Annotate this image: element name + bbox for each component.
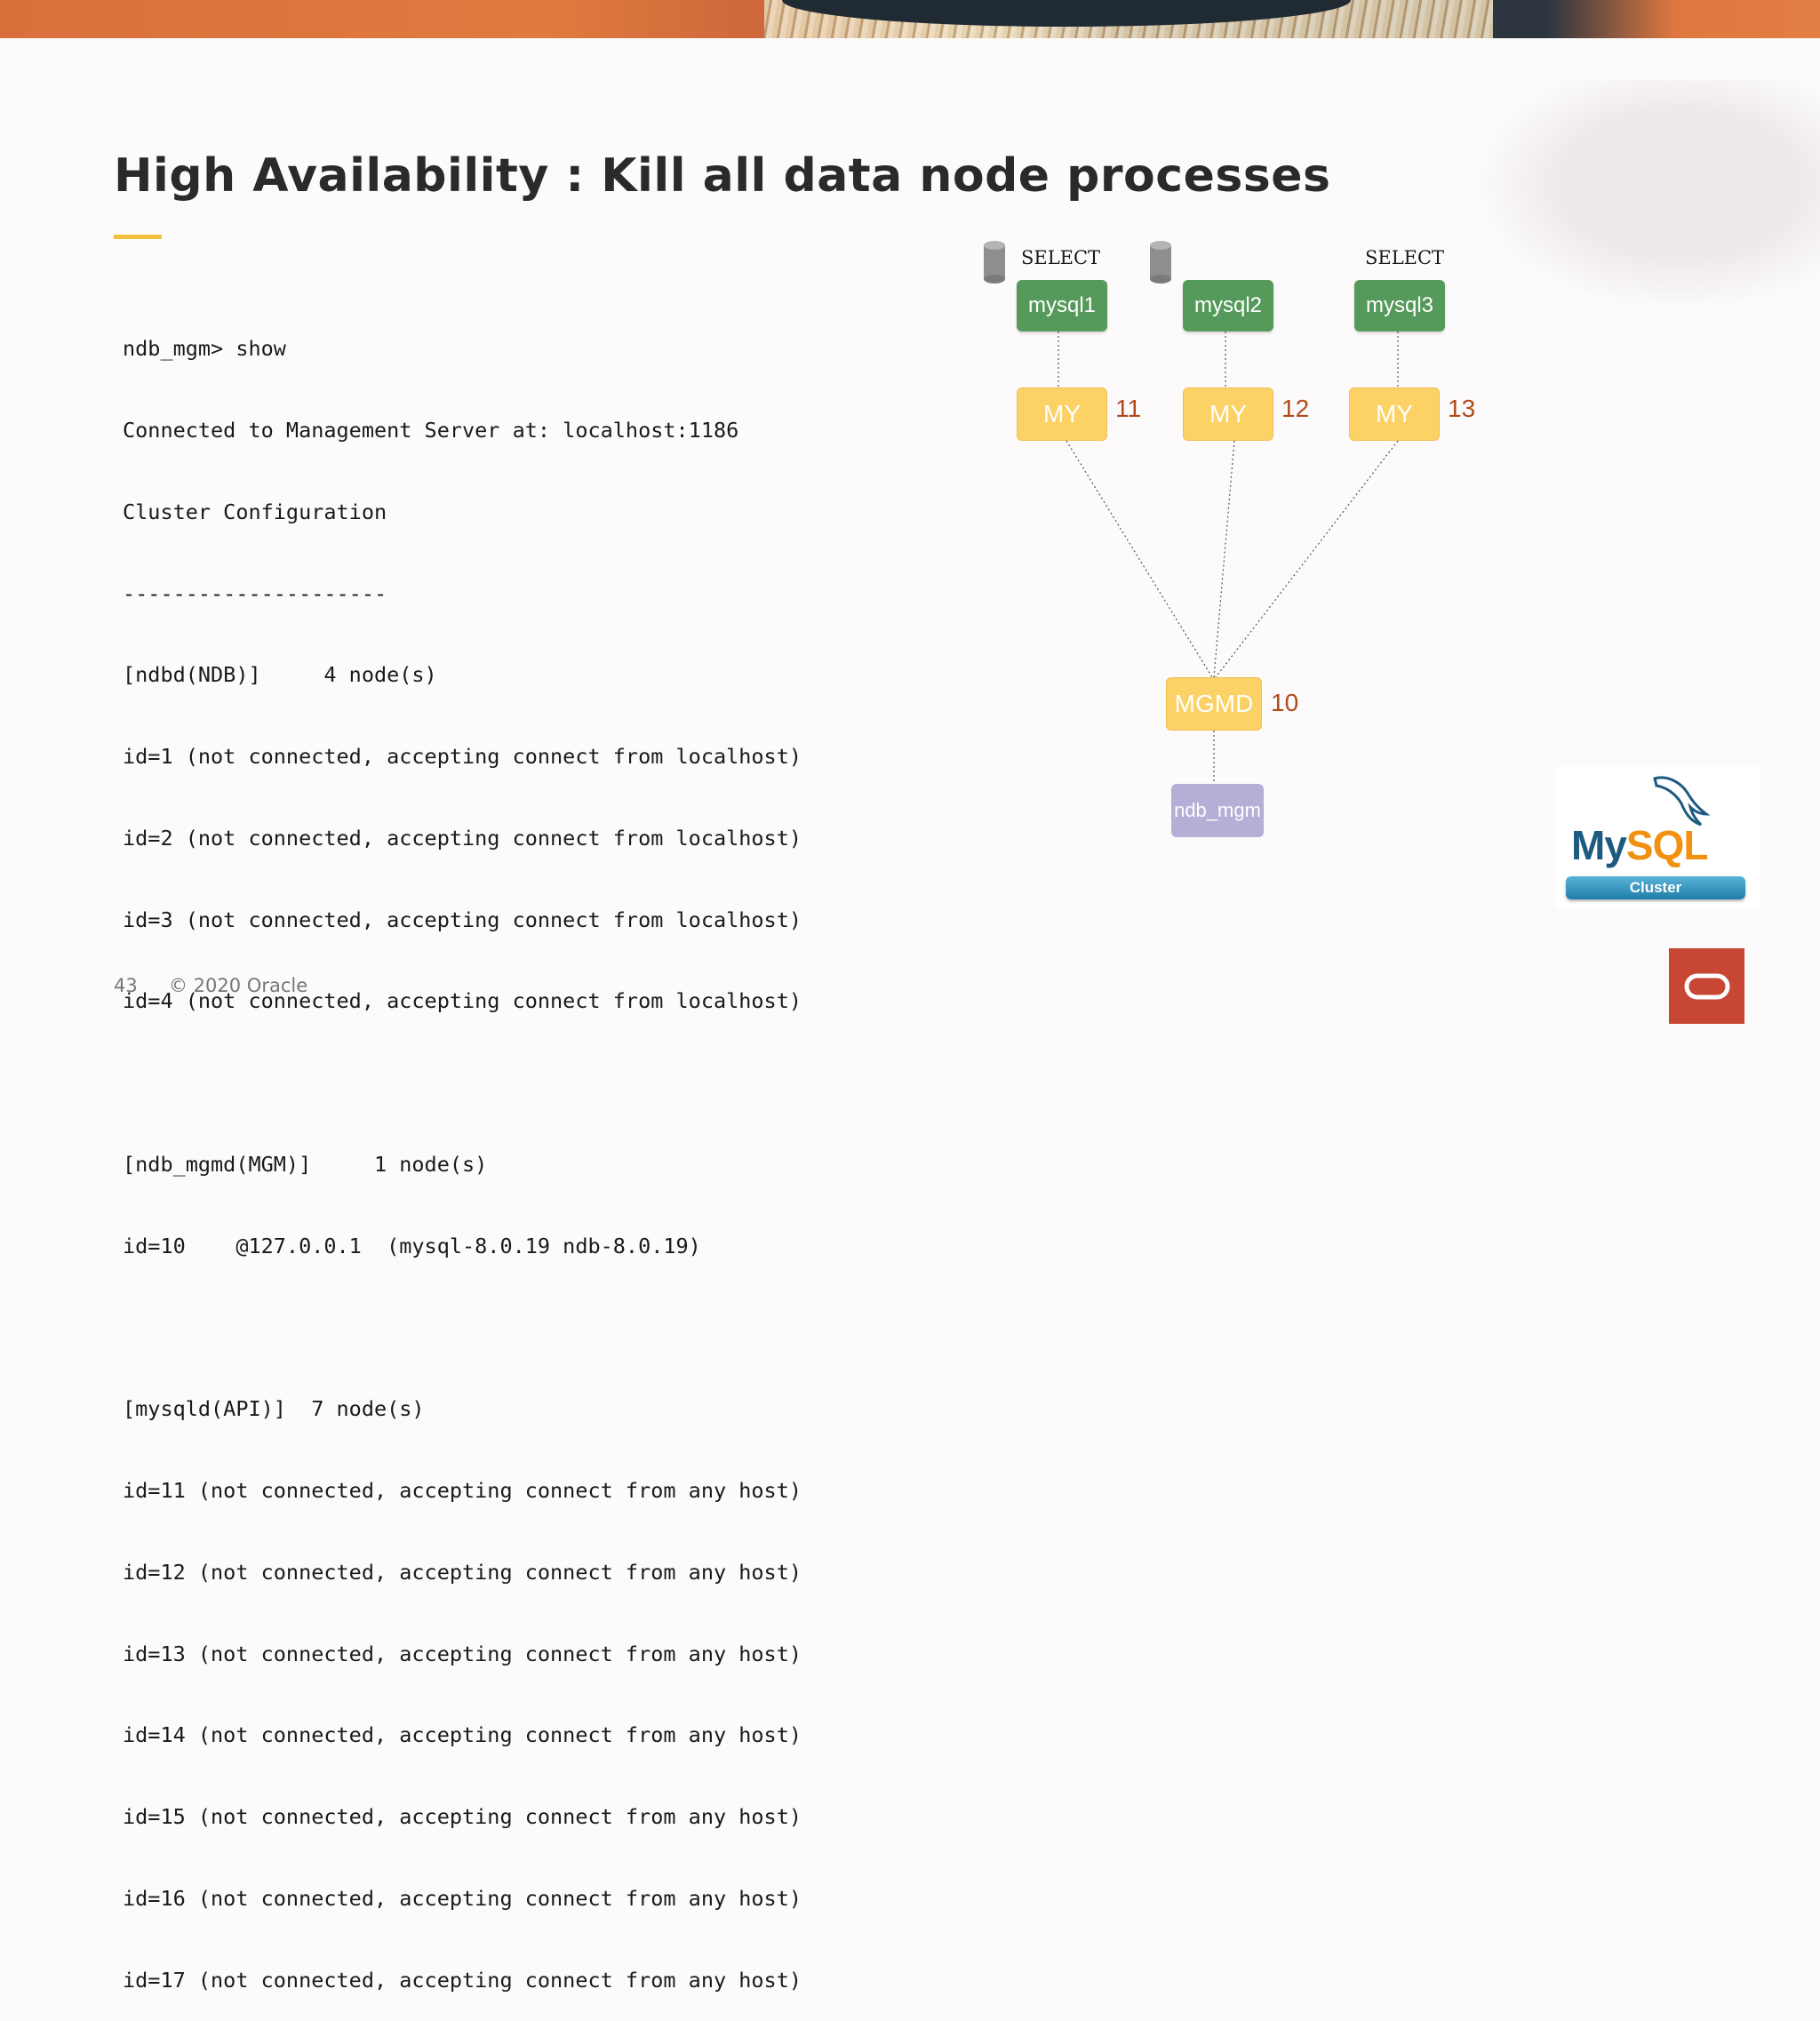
api-node-11: MY <box>1017 387 1107 441</box>
database-cylinder-icon <box>984 241 1005 284</box>
terminal-line: id=4 (not connected, accepting connect f… <box>123 988 802 1014</box>
terminal-line: ndb_mgm> show <box>123 336 286 362</box>
terminal-line: id=13 (not connected, accepting connect … <box>123 1641 802 1666</box>
copyright-text: © 2020 Oracle <box>169 975 308 996</box>
sql-node-mysql1: mysql1 <box>1017 280 1107 332</box>
terminal-output: ndb_mgm> show Connected to Management Se… <box>123 281 802 2021</box>
terminal-line: id=1 (not connected, accepting connect f… <box>123 744 802 770</box>
connector-my12-mgmd <box>1213 440 1235 678</box>
dolphin-icon <box>1653 776 1710 827</box>
cluster-badge: Cluster <box>1566 876 1745 899</box>
terminal-line: [mysqld(API)] 7 node(s) <box>123 1396 425 1422</box>
slide-title: High Availability : Kill all data node p… <box>114 149 1331 203</box>
terminal-line: [ndb_mgmd(MGM)] 1 node(s) <box>123 1152 488 1177</box>
mysql-wordmark: MySQL <box>1571 822 1708 868</box>
node-id-13: 13 <box>1448 395 1476 422</box>
terminal-line: --------------------- <box>123 580 387 606</box>
node-id-11: 11 <box>1115 395 1142 422</box>
mysql-cluster-logo: MySQL Cluster <box>1555 766 1760 908</box>
terminal-line: id=12 (not connected, accepting connect … <box>123 1559 802 1585</box>
terminal-line: id=17 (not connected, accepting connect … <box>123 1967 802 1993</box>
api-node-13: MY <box>1349 387 1440 441</box>
mgmd-node: MGMD <box>1166 677 1262 731</box>
node-id-12: 12 <box>1281 395 1310 422</box>
select-label: SELECT <box>1021 247 1101 268</box>
terminal-line: id=14 (not connected, accepting connect … <box>123 1722 802 1748</box>
diagram-connectors <box>1058 332 1399 784</box>
terminal-line: id=11 (not connected, accepting connect … <box>123 1478 802 1504</box>
sql-node-mysql3: mysql3 <box>1354 280 1445 332</box>
terminal-line: id=16 (not connected, accepting connect … <box>123 1886 802 1912</box>
terminal-line: id=3 (not connected, accepting connect f… <box>123 907 802 932</box>
decorative-pattern <box>1475 80 1820 311</box>
terminal-line: id=2 (not connected, accepting connect f… <box>123 825 802 851</box>
top-banner <box>0 0 1820 38</box>
terminal-line: id=15 (not connected, accepting connect … <box>123 1804 802 1830</box>
terminal-line: Cluster Configuration <box>123 499 387 524</box>
sql-node-mysql2: mysql2 <box>1183 280 1273 332</box>
cluster-diagram: SELECT SELECT mysql1 mysql2 mysql3 MY 11… <box>969 240 1484 853</box>
title-accent-bar <box>114 235 162 239</box>
terminal-line: [ndbd(NDB)] 4 node(s) <box>123 662 437 688</box>
oracle-ring-icon <box>1684 973 1729 999</box>
connector-my11-mgmd <box>1066 440 1213 678</box>
api-node-12: MY <box>1183 387 1273 441</box>
terminal-line <box>123 1069 802 1097</box>
terminal-line: id=10 @127.0.0.1 (mysql-8.0.19 ndb-8.0.1… <box>123 1233 701 1258</box>
terminal-line: Connected to Management Server at: local… <box>123 417 739 443</box>
node-id-10: 10 <box>1271 689 1299 716</box>
database-cylinder-icon <box>1150 241 1171 284</box>
connector-my13-mgmd <box>1215 440 1399 678</box>
page-number: 43 <box>114 975 138 996</box>
select-label: SELECT <box>1365 247 1445 268</box>
ndb-mgm-client-node: ndb_mgm <box>1171 784 1264 837</box>
oracle-logo <box>1669 948 1744 1024</box>
terminal-line <box>123 1314 802 1342</box>
